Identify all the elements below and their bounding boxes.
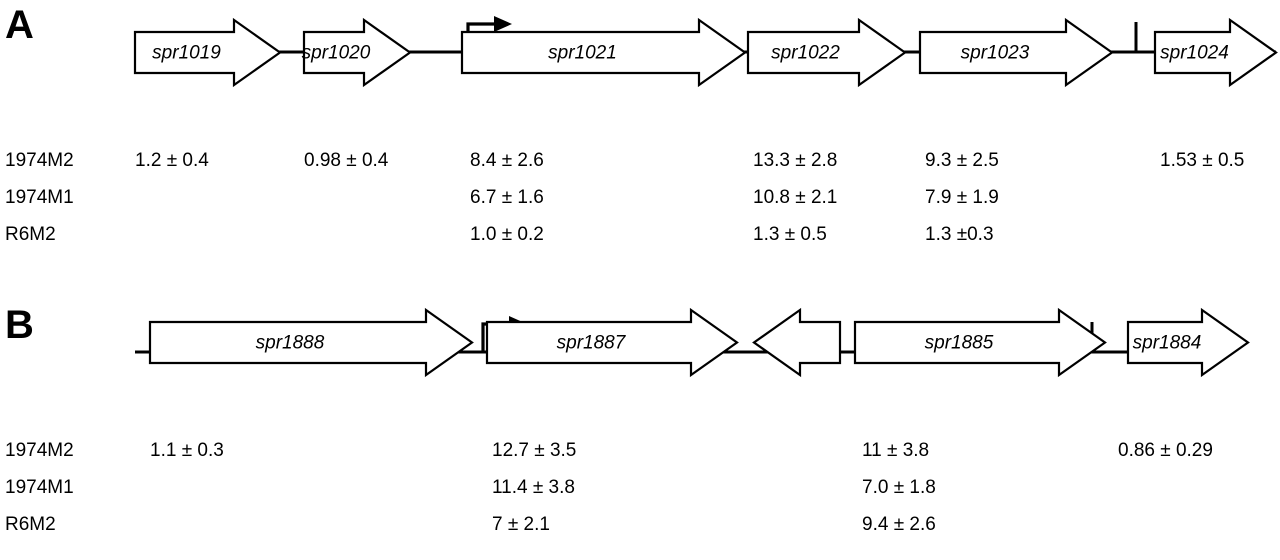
gene-arrow-spr1884[interactable] xyxy=(1126,307,1250,378)
panel-b: B spr1888 spr1887 spr1885 spr1884 1974M2 1.1… xyxy=(0,290,1280,560)
gene-arrow-spr1023[interactable] xyxy=(918,17,1114,88)
panel-b-gene-map: spr1888 spr1887 spr1885 spr1884 xyxy=(135,307,1250,378)
data-row: R6M2 1.0 ± 0.2 1.3 ± 0.5 1.3 ±0.3 xyxy=(0,224,1280,261)
data-row: R6M2 7 ± 2.1 9.4 ± 2.6 xyxy=(0,514,1280,551)
data-row: 1974M2 1.1 ± 0.3 12.7 ± 3.5 11 ± 3.8 0.86 ± … xyxy=(0,440,1280,477)
panel-a-gene-map: spr1019 spr1020 spr1021 spr1022 spr1023 spr10… xyxy=(133,16,1278,88)
gene-arrow-spr1019[interactable] xyxy=(133,17,282,88)
gene-arrow-unlabeled[interactable] xyxy=(752,307,842,378)
gene-label-spr1021: spr1021 xyxy=(548,43,617,64)
panel-b-letter: B xyxy=(5,303,34,347)
strain-label-R6M2: R6M2 xyxy=(5,514,56,535)
expression-value: 10.8 ± 2.1 xyxy=(753,187,838,208)
data-row: 1974M1 11.4 ± 3.8 7.0 ± 1.8 xyxy=(0,477,1280,514)
panel-a-data-rows: 1974M2 1.2 ± 0.4 0.98 ± 0.4 8.4 ± 2.6 13.3 ±… xyxy=(0,150,1280,261)
expression-value: 0.86 ± 0.29 xyxy=(1118,440,1213,461)
data-row: 1974M1 6.7 ± 1.6 10.8 ± 2.1 7.9 ± 1.9 xyxy=(0,187,1280,224)
gene-label-spr1022: spr1022 xyxy=(771,43,840,64)
expression-value: 9.4 ± 2.6 xyxy=(862,514,936,535)
expression-value: 12.7 ± 3.5 xyxy=(492,440,577,461)
data-row: 1974M2 1.2 ± 0.4 0.98 ± 0.4 8.4 ± 2.6 13.3 ±… xyxy=(0,150,1280,187)
expression-value: 8.4 ± 2.6 xyxy=(470,150,544,171)
expression-value: 9.3 ± 2.5 xyxy=(925,150,999,171)
expression-value: 11.4 ± 3.8 xyxy=(492,477,575,498)
gene-label-spr1888: spr1888 xyxy=(256,333,325,354)
gene-label-spr1023: spr1023 xyxy=(961,43,1030,64)
gene-arrow-spr1888[interactable] xyxy=(148,307,474,378)
gene-label-spr1020: spr1020 xyxy=(302,43,371,64)
strain-label-1974M2: 1974M2 xyxy=(5,440,74,461)
expression-value: 11 ± 3.8 xyxy=(862,440,930,461)
gene-arrow-spr1024[interactable] xyxy=(1153,17,1278,88)
strain-label-R6M2: R6M2 xyxy=(5,224,56,245)
expression-value: 1.0 ± 0.2 xyxy=(470,224,544,245)
gene-label-spr1885: spr1885 xyxy=(925,333,994,354)
expression-value: 13.3 ± 2.8 xyxy=(753,150,838,171)
gene-label-spr1024: spr1024 xyxy=(1160,43,1229,64)
gene-label-spr1884: spr1884 xyxy=(1133,333,1202,354)
gene-arrow-spr1885[interactable] xyxy=(853,307,1107,378)
expression-value: 1.3 ± 0.5 xyxy=(753,224,827,245)
expression-value: 1.53 ± 0.5 xyxy=(1160,150,1245,171)
expression-value: 1.2 ± 0.4 xyxy=(135,150,209,171)
gene-arrow-spr1887[interactable] xyxy=(485,307,739,378)
expression-value: 7.0 ± 1.8 xyxy=(862,477,936,498)
expression-value: 7.9 ± 1.9 xyxy=(925,187,999,208)
expression-value: 0.98 ± 0.4 xyxy=(304,150,389,171)
gene-arrow-spr1020[interactable] xyxy=(302,17,412,88)
gene-label-spr1019: spr1019 xyxy=(152,43,221,64)
strain-label-1974M2: 1974M2 xyxy=(5,150,74,171)
expression-value: 6.7 ± 1.6 xyxy=(470,187,544,208)
expression-value: 7 ± 2.1 xyxy=(492,514,550,535)
promoter-arrowhead-icon xyxy=(494,16,512,32)
gene-arrow-spr1021[interactable] xyxy=(460,17,747,88)
strain-label-1974M1: 1974M1 xyxy=(5,187,74,208)
strain-label-1974M1: 1974M1 xyxy=(5,477,74,498)
gene-label-spr1887: spr1887 xyxy=(557,333,627,354)
panel-b-data-rows: 1974M2 1.1 ± 0.3 12.7 ± 3.5 11 ± 3.8 0.86 ± … xyxy=(0,440,1280,551)
panel-a-letter: A xyxy=(5,3,34,47)
gene-arrow-spr1022[interactable] xyxy=(746,17,907,88)
expression-value: 1.1 ± 0.3 xyxy=(150,440,224,461)
expression-value: 1.3 ±0.3 xyxy=(925,224,994,245)
